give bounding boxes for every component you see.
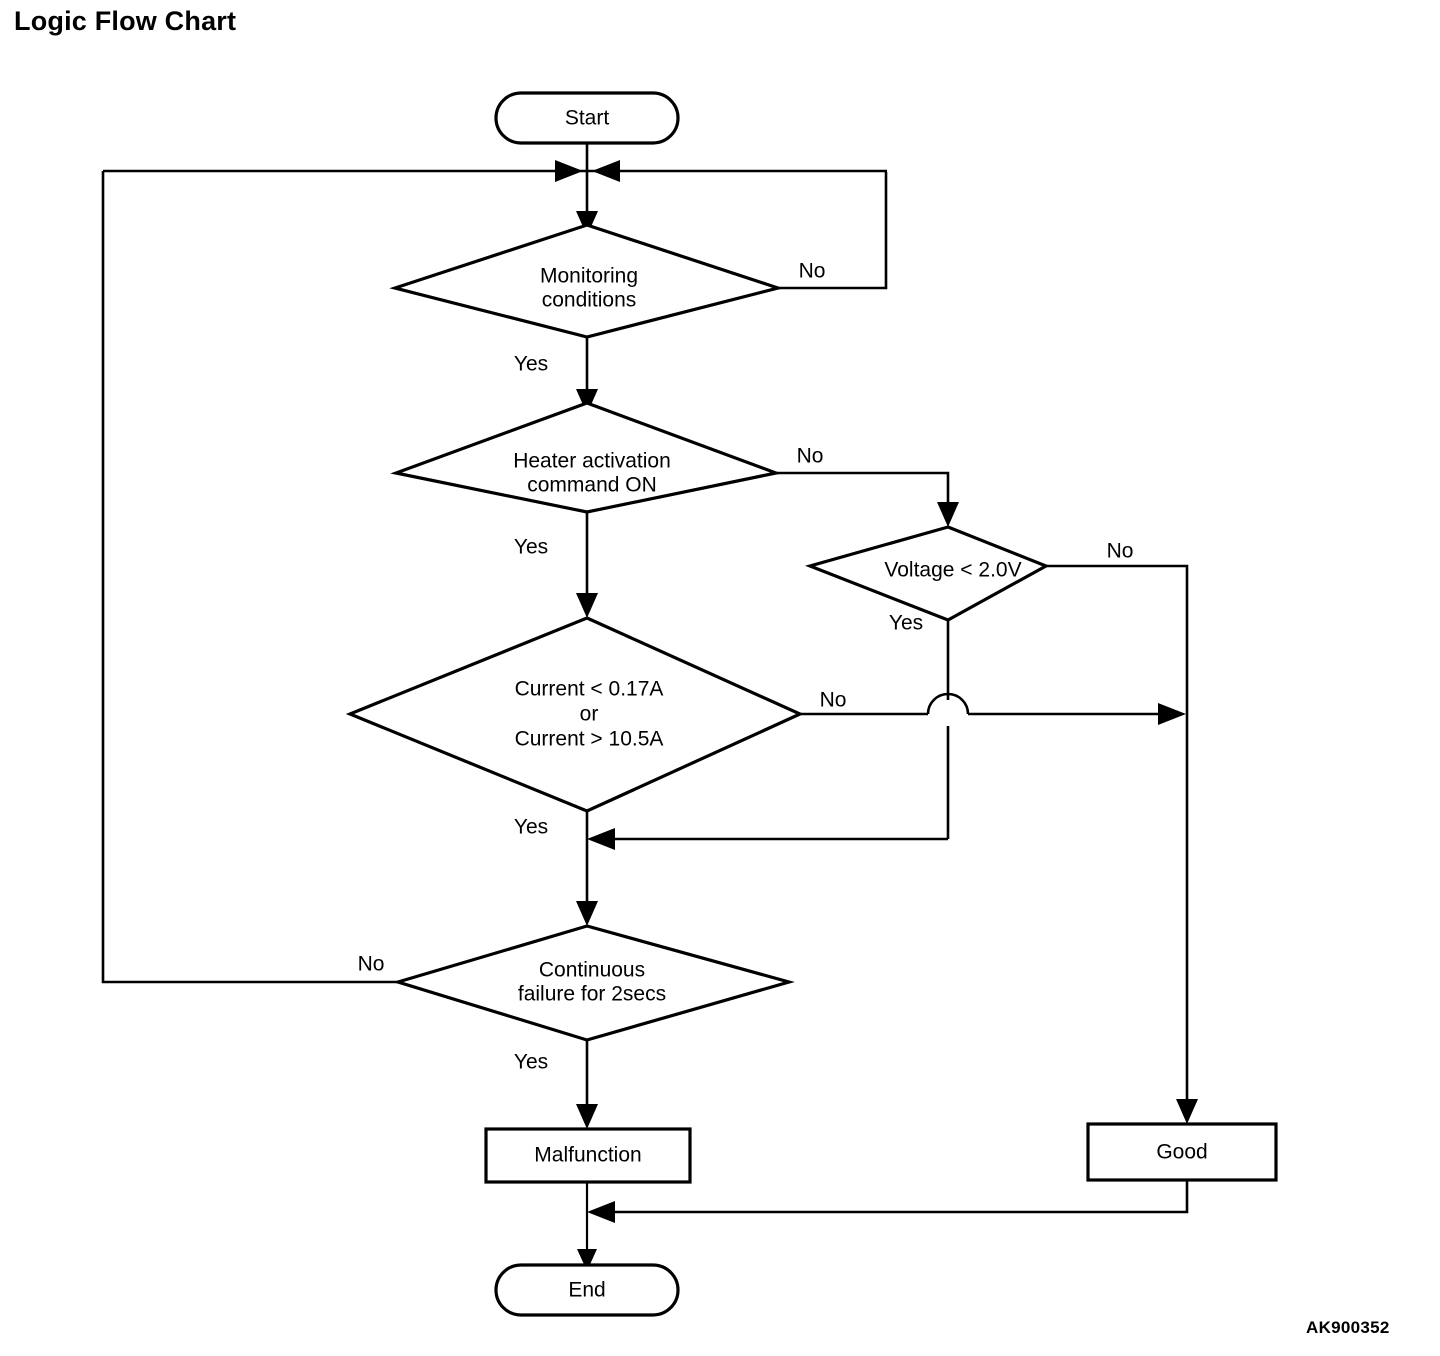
arrowhead-good-into-end-spine [587,1201,615,1223]
arrowhead-into-continuous [576,901,598,926]
connector-heater-no [776,471,950,513]
node-good[interactable] [1086,1122,1278,1182]
edge-label-current-no: No [820,689,847,712]
node-monitoring-conditions-label-line1: Monitoring [540,265,638,288]
node-malfunction[interactable] [484,1127,692,1184]
edge-label-voltage-yes: Yes [889,612,923,635]
edge-label-monitoring-no: No [799,260,826,283]
node-end[interactable] [494,1263,680,1317]
arrowhead-current-no-into-good-column [1158,703,1186,725]
node-good-label: Good [1156,1141,1207,1164]
node-voltage-check[interactable] [804,525,1050,622]
connector-continuous-no-loop [101,171,398,984]
node-heater-activation-label-line1: Heater activation [513,450,671,473]
node-end-label: End [568,1279,605,1302]
connector-voltage-no [1046,564,1189,1113]
node-current-check[interactable] [345,616,804,813]
line-hop-arc [926,692,970,715]
connector-monitoring-no-loop [778,172,888,290]
node-start[interactable] [494,91,680,145]
node-current-check-label-line3: Current > 10.5A [515,728,664,751]
node-monitoring-conditions[interactable] [389,223,784,339]
edge-label-voltage-no: No [1107,540,1134,563]
node-heater-activation-label-line2: command ON [527,474,657,497]
node-heater-activation[interactable] [390,401,782,514]
arrowhead-into-good [1176,1099,1198,1124]
edge-label-continuous-no: No [358,953,385,976]
node-continuous-failure[interactable] [392,924,795,1042]
page-title: Logic Flow Chart [14,6,237,36]
arrowhead-right-loop-into-join [592,160,620,182]
connector-good-to-end-merge [593,1180,1189,1214]
arrowhead-into-malfunction [576,1104,598,1129]
arrowhead-left-loop-into-join [555,160,583,182]
arrowhead-into-voltage [937,502,959,527]
edge-label-continuous-yes: Yes [514,1051,548,1074]
node-continuous-failure-label-line2: failure for 2secs [518,983,666,1006]
reference-code: AK900352 [1306,1318,1390,1337]
node-start-label: Start [565,107,610,130]
node-malfunction-label: Malfunction [534,1144,641,1167]
edge-label-heater-no: No [797,445,824,468]
node-current-check-label-line1: Current < 0.17A [515,678,664,701]
node-voltage-check-label: Voltage < 2.0V [884,559,1021,582]
edge-label-heater-yes: Yes [514,536,548,559]
node-monitoring-conditions-label-line2: conditions [542,289,637,312]
arrowhead-into-end [577,1249,597,1271]
edge-label-current-yes: Yes [514,816,548,839]
node-continuous-failure-label-line1: Continuous [539,959,645,982]
arrowhead-voltage-yes-into-spine [587,828,615,850]
edge-label-monitoring-yes: Yes [514,353,548,376]
node-current-check-label-line2: or [580,703,599,726]
arrowhead-into-current [576,593,598,618]
